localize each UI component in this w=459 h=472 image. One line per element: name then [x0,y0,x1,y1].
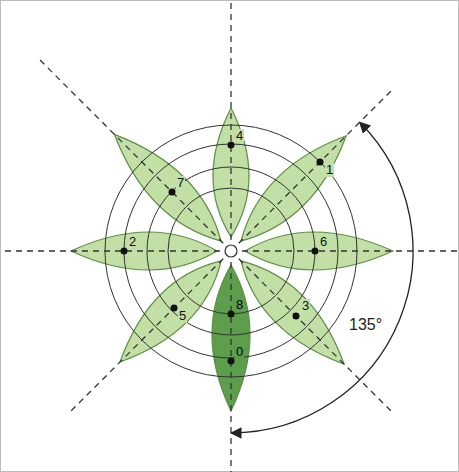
leaf-number: 4 [235,129,244,143]
leaf-number: 7 [176,176,185,190]
angle-label: 135° [348,316,383,334]
leaf-number: 5 [178,309,187,323]
leaf-number: 1 [325,163,334,177]
leaf-number: 0 [235,345,244,359]
leaf-number: 3 [301,299,310,313]
leaf-number: 8 [235,298,244,312]
leaf-number: 2 [128,235,137,249]
leaf-number: 6 [319,235,328,249]
